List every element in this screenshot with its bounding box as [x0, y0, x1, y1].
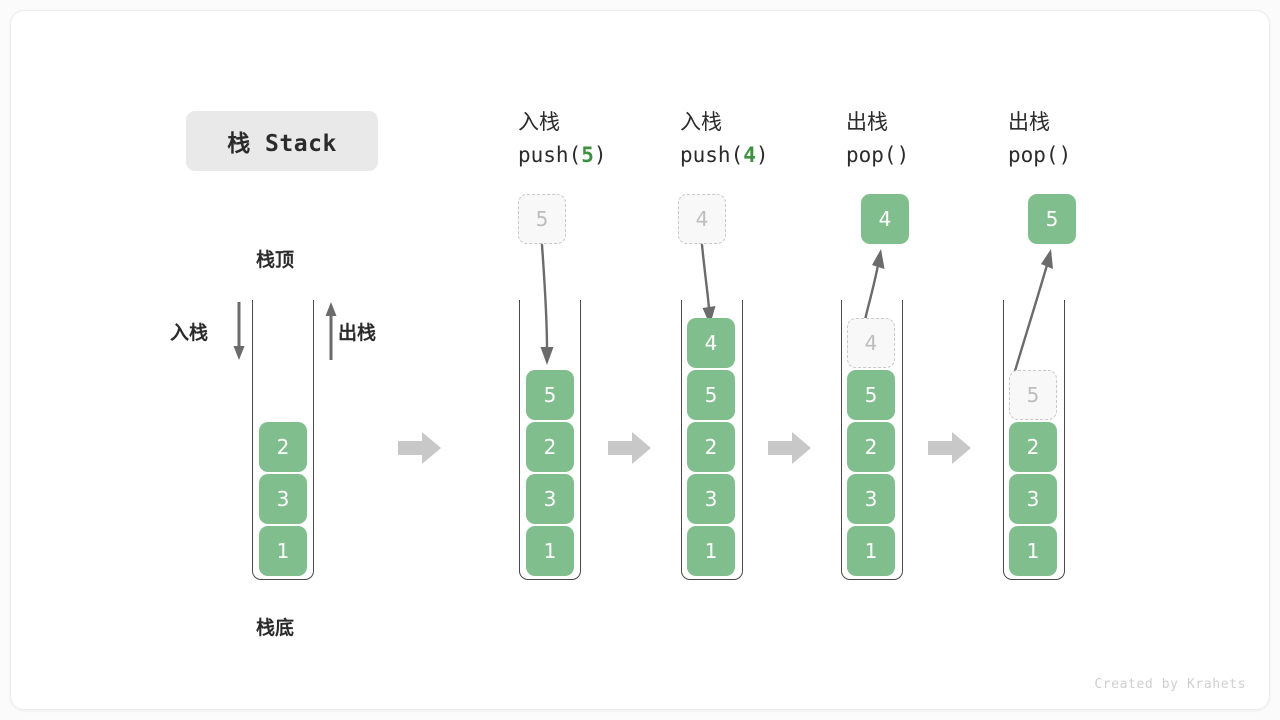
floating-cell-push-4: 4	[678, 194, 726, 244]
code-arg: 5	[581, 143, 594, 167]
stack-cell: 3	[259, 474, 307, 524]
stack-cell: 1	[687, 526, 735, 576]
stack-cell: 2	[687, 422, 735, 472]
stack-cell: 1	[847, 526, 895, 576]
code-prefix: push(	[518, 143, 582, 167]
floating-cell-push-5: 5	[518, 194, 566, 244]
stack-cell: 2	[259, 422, 307, 472]
step-header-pop-5: 出栈 pop()	[1008, 105, 1188, 171]
pop-side-label: 出栈	[338, 322, 377, 344]
stack-tube-pop-5	[1003, 300, 1065, 580]
floating-cell-pop-4: 4	[861, 194, 909, 244]
stack-cell-ghost: 4	[847, 318, 895, 368]
step-op-name: 出栈	[1008, 110, 1050, 134]
floating-cell-pop-5: 5	[1028, 194, 1076, 244]
step-op-name: 入栈	[680, 110, 722, 134]
stack-cell: 5	[526, 370, 574, 420]
stack-tube-pop-4	[841, 300, 903, 580]
stack-tube-push-4	[681, 300, 743, 580]
page-title: 栈 Stack	[227, 131, 337, 157]
stack-cell: 2	[847, 422, 895, 472]
step-arrow-icon	[398, 432, 441, 464]
step-op-name: 出栈	[846, 110, 888, 134]
stack-cell-ghost: 5	[1009, 370, 1057, 420]
code-suffix: )	[593, 143, 607, 167]
stack-cell: 3	[1009, 474, 1057, 524]
code-suffix: )	[755, 143, 769, 167]
diagram-title-pill: 栈 Stack	[186, 111, 378, 171]
step-header-pop-4: 出栈 pop()	[846, 105, 1026, 171]
stack-tube-initial	[252, 300, 314, 580]
step-header-push-5: 入栈 push(5)	[518, 105, 698, 171]
stack-top-label: 栈顶	[256, 249, 295, 271]
code-prefix: push(	[680, 143, 744, 167]
step-op-code: pop()	[1008, 139, 1188, 171]
code-suffix: )	[896, 143, 910, 167]
step-op-code: pop()	[846, 139, 1026, 171]
push-side-label: 入栈	[170, 322, 209, 344]
step-op-code: push(4)	[680, 139, 860, 171]
step-arrow-icon	[608, 432, 651, 464]
step-op-name: 入栈	[518, 110, 560, 134]
push-direction-arrow-icon	[233, 302, 245, 360]
step-arrow-icon	[928, 432, 971, 464]
credit-text: Created by Krahets	[1094, 677, 1246, 692]
stack-cell: 5	[847, 370, 895, 420]
stack-cell: 1	[259, 526, 307, 576]
stack-bottom-label: 栈底	[256, 617, 295, 639]
stack-cell: 5	[687, 370, 735, 420]
stack-cell: 3	[847, 474, 895, 524]
code-prefix: pop(	[1008, 143, 1059, 167]
step-arrow-icon	[768, 432, 811, 464]
stack-cell: 2	[1009, 422, 1057, 472]
code-suffix: )	[1058, 143, 1072, 167]
stack-cell: 3	[526, 474, 574, 524]
stack-cell: 3	[687, 474, 735, 524]
pop-direction-arrow-icon	[325, 302, 337, 360]
code-prefix: pop(	[846, 143, 897, 167]
stack-tube-push-5	[519, 300, 581, 580]
stack-cell: 4	[687, 318, 735, 368]
step-op-code: push(5)	[518, 139, 698, 171]
stack-cell: 1	[526, 526, 574, 576]
code-arg: 4	[743, 143, 756, 167]
step-header-push-4: 入栈 push(4)	[680, 105, 860, 171]
stack-cell: 1	[1009, 526, 1057, 576]
stack-cell: 2	[526, 422, 574, 472]
